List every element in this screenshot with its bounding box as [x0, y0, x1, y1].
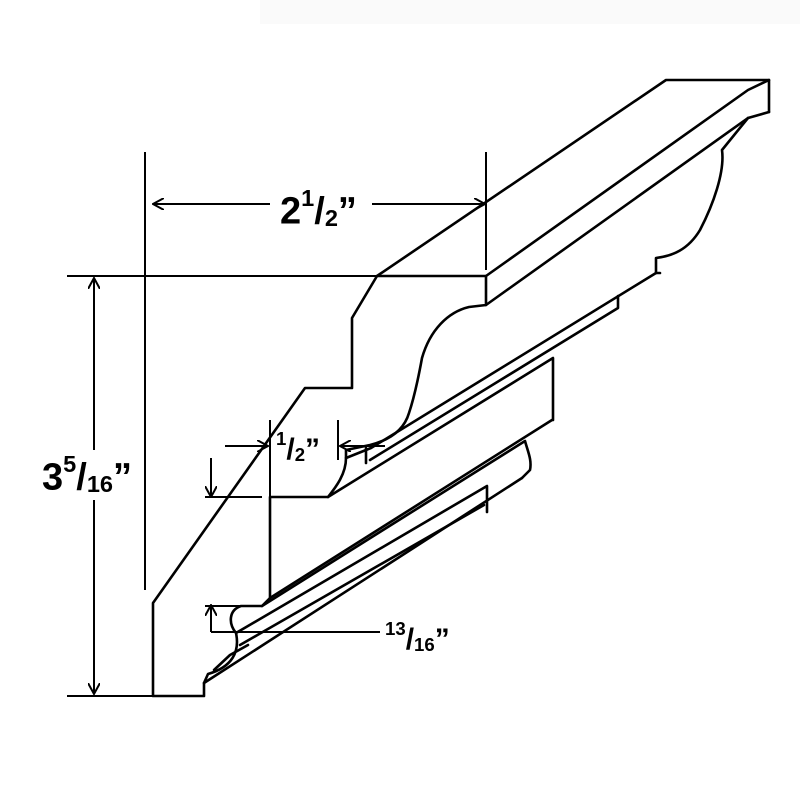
cove-back-profile: [654, 116, 750, 275]
step-face-edge: [268, 418, 554, 600]
dimension-lines: [67, 152, 487, 697]
cove-lower-edge: [344, 271, 662, 460]
bead-top-edge: [260, 439, 532, 608]
bottom-edge: [202, 476, 524, 685]
molding-outline: [151, 78, 771, 698]
top-back-edge: [375, 78, 771, 278]
bottom-bead-edge: [212, 643, 250, 672]
fillet-edge-b: [368, 294, 620, 462]
step-dimension-label: 1/2”: [276, 428, 321, 466]
width-dimension-label: 21/2”: [280, 185, 357, 233]
bead-dimension-label: 13/16”: [385, 618, 450, 656]
height-dimension-label: 35/16”: [42, 451, 133, 499]
bead-mid-edge: [234, 484, 489, 635]
top-band-edge: [484, 110, 771, 307]
molding-front-profile: [151, 274, 488, 698]
step-upper-edge: [326, 356, 555, 499]
watermark-band: [260, 0, 800, 24]
top-front-edge: [484, 78, 771, 278]
